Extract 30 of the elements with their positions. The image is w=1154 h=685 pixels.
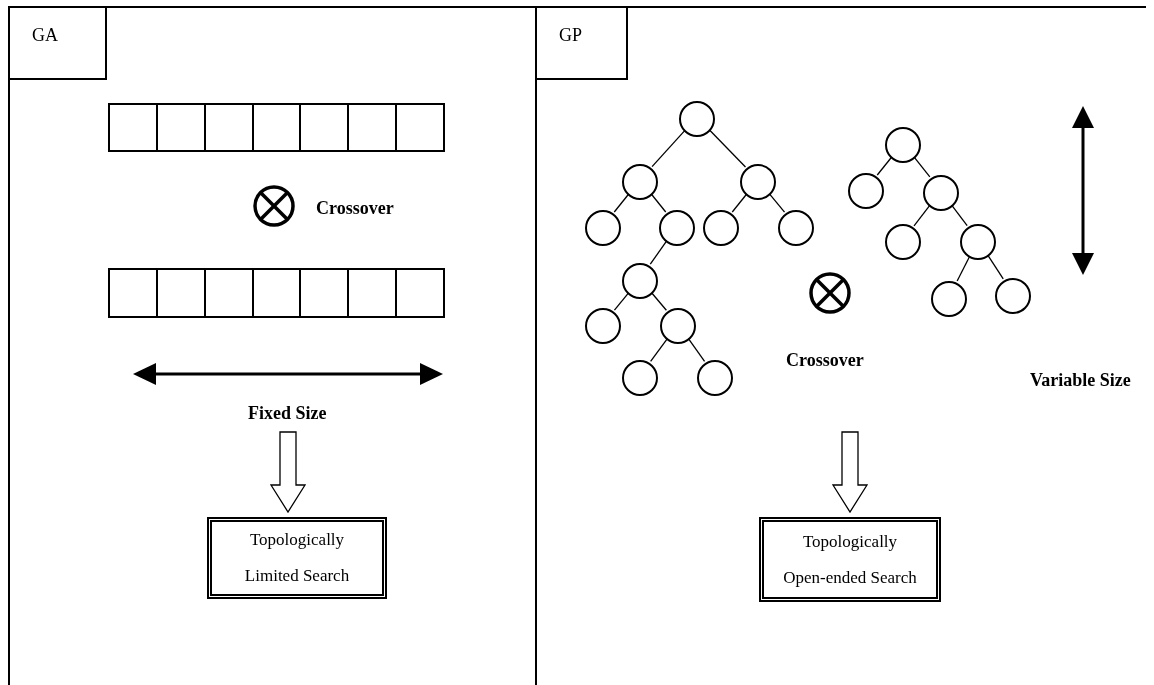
operator-label: Crossover xyxy=(786,349,864,372)
tab-label-box: GA xyxy=(10,8,107,80)
connector-line xyxy=(987,254,1004,280)
operator-label: Crossover xyxy=(316,197,394,220)
panel xyxy=(8,6,537,685)
connector-line xyxy=(650,292,668,311)
connector-line xyxy=(731,193,748,213)
array-bar xyxy=(108,268,445,318)
connector-line xyxy=(768,193,786,213)
connector-line xyxy=(951,204,968,227)
size-label: Variable Size xyxy=(1030,369,1131,392)
connector-line xyxy=(613,292,630,311)
array-bar xyxy=(108,103,445,152)
block-arrow xyxy=(269,431,307,514)
connector-line xyxy=(913,204,931,227)
size-label: Fixed Size xyxy=(248,402,327,425)
tab-label-box: GP xyxy=(537,8,628,80)
connector-line xyxy=(649,337,669,363)
result-box: Topologically Limited Search xyxy=(207,517,387,599)
connector-line xyxy=(708,129,747,168)
connector-line xyxy=(613,193,630,213)
connector-line xyxy=(876,156,893,176)
block-arrow xyxy=(831,431,869,514)
result-box: Topologically Open-ended Search xyxy=(759,517,941,602)
connector-line xyxy=(651,129,686,168)
connector-line xyxy=(956,255,971,282)
connector-line xyxy=(650,193,667,213)
connector-line xyxy=(913,156,931,178)
connector-line xyxy=(687,338,706,362)
connector-line xyxy=(649,240,668,265)
